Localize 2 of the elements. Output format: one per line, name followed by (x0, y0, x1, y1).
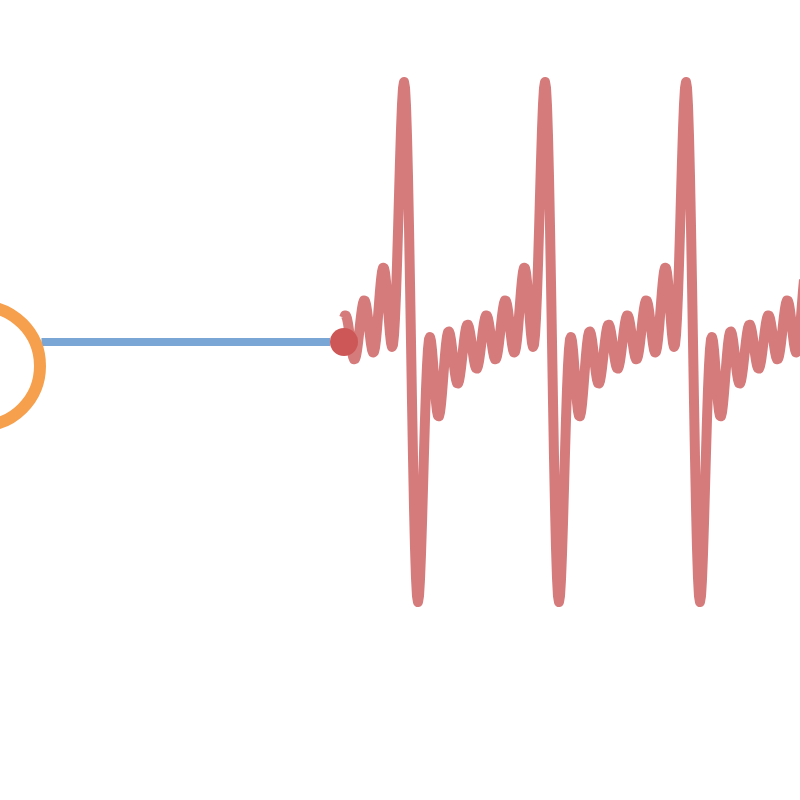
dot-marker (330, 328, 358, 356)
connector-line (41, 338, 330, 346)
